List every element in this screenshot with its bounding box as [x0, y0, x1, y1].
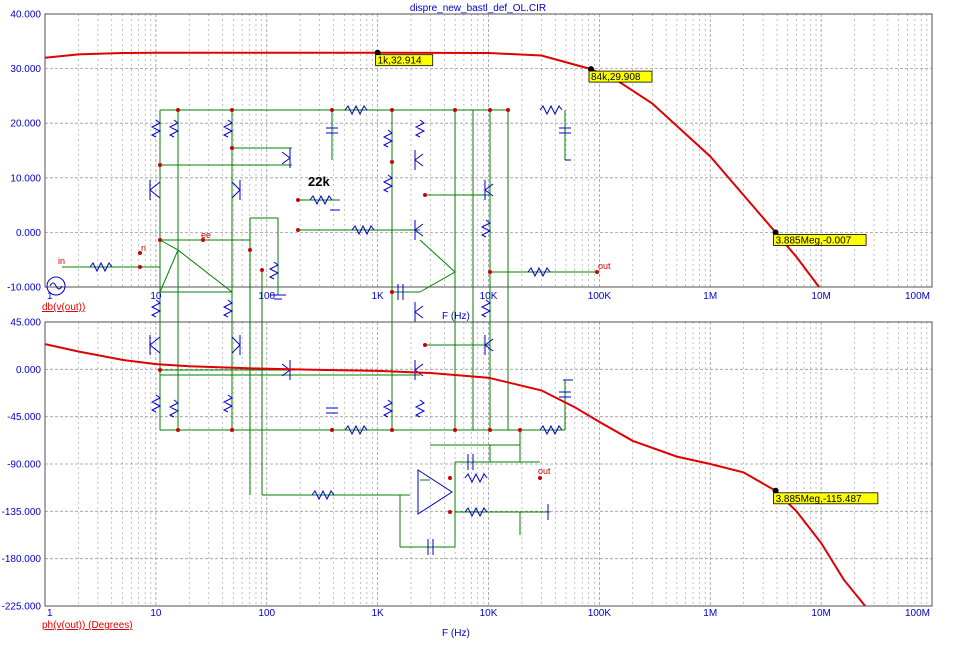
annotation-marker	[772, 229, 779, 236]
y-tick-label: 40.000	[10, 10, 41, 21]
phase-trace-name: ph(v(out)) (Degrees)	[42, 620, 133, 631]
input-node-label: in	[58, 256, 65, 266]
x-tick-label: 100K	[588, 608, 612, 619]
y-tick-label: -225.000	[2, 602, 42, 613]
x-tick-label: 100M	[905, 291, 930, 302]
annotation-marker	[772, 487, 779, 494]
x-axis-label: F (Hz)	[442, 311, 470, 322]
x-tick-label: 10K	[480, 291, 498, 302]
x-tick-label: 1	[47, 608, 53, 619]
x-tick-label: 10M	[811, 608, 830, 619]
x-axis-label: F (Hz)	[442, 628, 470, 639]
y-tick-label: -45.000	[7, 412, 41, 423]
y-tick-label: -135.000	[2, 507, 42, 518]
annotation-label: 84k,29.908	[591, 72, 641, 83]
x-tick-label: 1	[47, 291, 53, 302]
y-tick-label: 0.000	[16, 365, 41, 376]
marker-layer: 1k,32.914 84k,29.908 3.885Meg,-0.007 3.885M…	[374, 49, 879, 505]
frame-layer	[44, 13, 933, 607]
y-tick-label: -90.000	[7, 460, 41, 471]
y-tick-label: 20.000	[10, 119, 41, 130]
annotation-label: 3.885Meg,-0.007	[776, 235, 852, 246]
y-tick-label: 0.000	[16, 228, 41, 239]
x-tick-label: 10	[150, 291, 162, 302]
circuit-schematic: 22k in n ee out out	[46, 104, 611, 555]
node-n-label: n	[141, 243, 146, 253]
circuit-components	[46, 104, 573, 555]
y-tick-label: -180.000	[2, 554, 42, 565]
circuit-wires	[62, 109, 595, 548]
annotation-marker	[587, 66, 594, 73]
x-tick-label: 10	[150, 608, 162, 619]
circuit-text: 22k in n ee out out	[58, 174, 611, 476]
magnitude-trace-name: db(v(out))	[42, 302, 85, 313]
annotation-label: 3.885Meg,-115.487	[776, 494, 862, 505]
window-title: dispre_new_bastl_def_OL.CIR	[410, 3, 546, 14]
x-tick-label: 100	[258, 608, 275, 619]
x-tick-label: 1M	[703, 608, 717, 619]
output-node-label-2: out	[538, 466, 551, 476]
resistor-value-label: 22k	[308, 174, 330, 189]
output-node-label-1: out	[598, 261, 611, 271]
y-tick-label: 45.000	[10, 318, 41, 329]
x-tick-label: 100K	[588, 291, 612, 302]
plot-frame	[44, 13, 933, 288]
x-tick-label: 1K	[372, 291, 385, 302]
plot-frame	[44, 321, 933, 607]
x-tick-label: 100	[258, 291, 275, 302]
x-tick-label: 10M	[811, 291, 830, 302]
annotation-box	[588, 70, 653, 83]
annotation-label: 1k,32.914	[378, 56, 422, 67]
magnitude-curve	[45, 51, 821, 287]
y-tick-label: 10.000	[10, 173, 41, 184]
x-tick-label: 10K	[480, 608, 498, 619]
annotation-box	[375, 54, 434, 67]
x-tick-label: 100M	[905, 608, 930, 619]
node-ee-label: ee	[201, 230, 211, 240]
y-tick-label: -10.000	[7, 283, 41, 294]
circuit-nodes	[138, 108, 599, 514]
x-tick-label: 1K	[372, 608, 385, 619]
annotation-marker	[374, 49, 381, 56]
annotation-box	[773, 492, 879, 505]
annotation-box	[773, 234, 867, 246]
y-tick-label: 30.000	[10, 64, 41, 75]
x-tick-label: 1M	[703, 291, 717, 302]
